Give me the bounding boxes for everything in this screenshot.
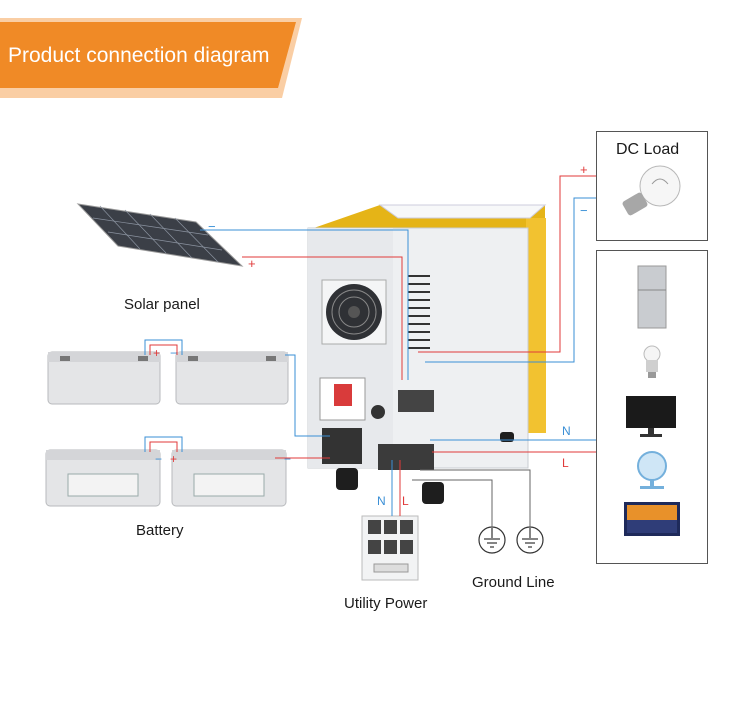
title-banner [0, 18, 302, 98]
dc-load-label: DC Load [616, 141, 680, 158]
ground-wire-1 [412, 479, 493, 527]
led-bulb-icon [643, 345, 661, 378]
utility-line-mark: L [402, 494, 409, 508]
monitor-icon [626, 396, 676, 437]
ac-load-box [596, 250, 708, 564]
solar-panel-icon [76, 203, 244, 267]
ac-neutral-mark: N [562, 424, 571, 438]
battery-bottom-minus-mark: − [155, 452, 163, 466]
ground-line-label: Ground Line [472, 574, 555, 591]
ac-line-mark: L [562, 456, 569, 470]
dc-load-minus-mark: − [580, 203, 588, 218]
solar-minus-mark: − [208, 219, 216, 234]
battery-top-plus-mark: + [153, 346, 161, 360]
battery-top-minus-mark: − [170, 346, 178, 360]
battery-link-bottom [144, 436, 183, 452]
utility-meter-icon [361, 515, 419, 581]
battery-top-right [175, 351, 289, 405]
light-bulb-icon [622, 165, 681, 216]
dc-load-negative-wire [425, 197, 596, 363]
battery-link-bottom-red [149, 441, 178, 452]
ground-wire-2 [420, 469, 531, 527]
solar-panel-label: Solar panel [124, 296, 200, 313]
solar-plus-mark: + [248, 256, 256, 271]
dc-load-box [596, 131, 708, 241]
utility-neutral-mark: N [377, 494, 386, 508]
battery-negative-wire [285, 354, 330, 437]
battery-bottom-left [45, 449, 161, 507]
battery-bottom-right [171, 449, 287, 507]
refrigerator-icon [637, 265, 667, 329]
utility-power-label: Utility Power [344, 595, 428, 612]
wires [144, 175, 596, 527]
battery-top-left [47, 351, 161, 405]
battery-link-top-red [149, 344, 178, 355]
battery-bottom-plus-mark: + [170, 452, 178, 466]
banner-title: Product connection diagram [8, 44, 270, 67]
battery-label: Battery [136, 522, 184, 539]
ground-symbol-1 [478, 526, 506, 554]
dc-load-plus-mark: + [580, 162, 588, 177]
electric-fan-icon [637, 451, 667, 489]
battery-output-minus-mark: − [284, 452, 292, 466]
ground-symbol-2 [516, 526, 544, 554]
solar-positive-wire [242, 256, 403, 380]
battery-link-top [144, 339, 183, 355]
inverter-unit [307, 204, 547, 504]
dc-load-positive-wire [418, 175, 596, 353]
television-icon [624, 502, 680, 536]
solar-negative-wire [200, 229, 409, 380]
